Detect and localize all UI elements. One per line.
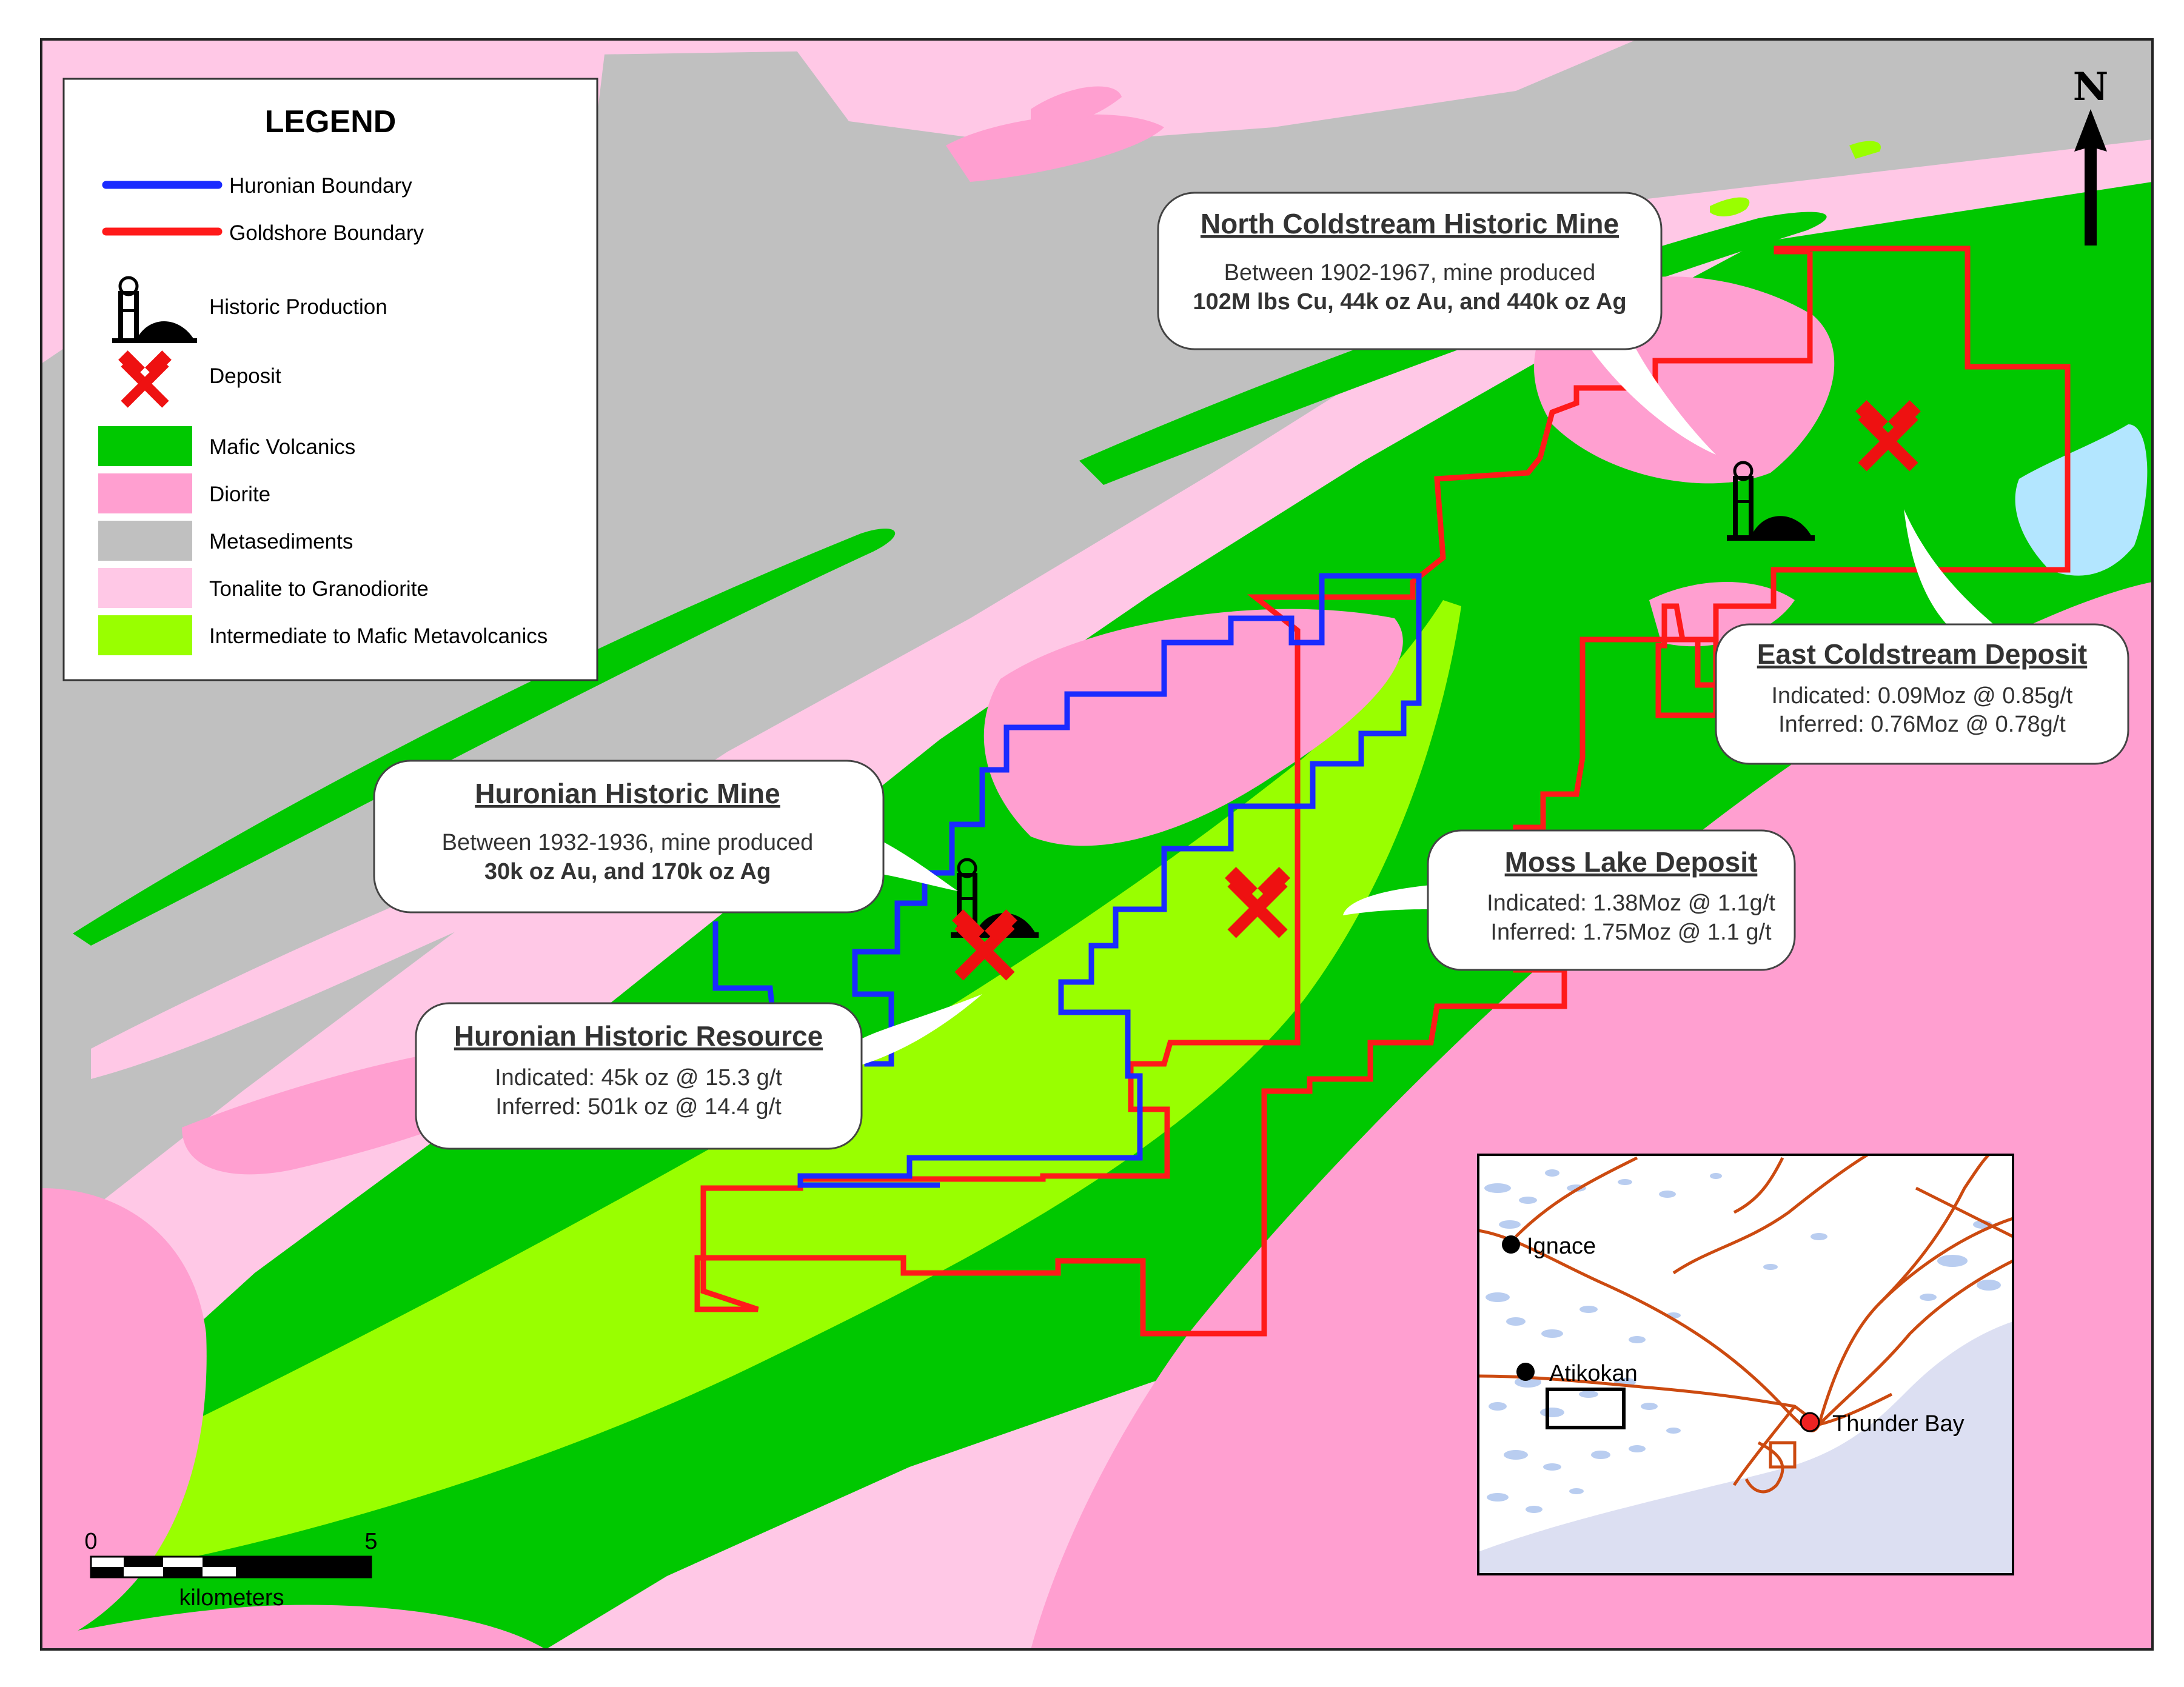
legend-item-intermediate: Intermediate to Mafic Metavolcanics [98,615,548,655]
callout-line2-huronian-resource: Inferred: 501k oz @ 14.4 g/t [495,1094,782,1120]
legend-label-diorite: Diorite [209,483,270,506]
legend-item-tonalite: Tonalite to Granodiorite [98,568,429,608]
callout-line2-east-coldstream: Inferred: 0.76Moz @ 0.78g/t [1778,712,2066,737]
callout-north-coldstream: North Coldstream Historic Mine Between 1… [1157,192,1716,455]
water-body [2015,424,2148,576]
legend-label-mafic-volcanics: Mafic Volcanics [209,435,355,459]
scale-label-max: 5 [364,1529,377,1554]
intermediate-lobe-3 [1849,141,1881,159]
callout-east-coldstream: East Coldstream Deposit Indicated: 0.09M… [1715,509,2129,765]
crossed-hammers-icon [952,909,1017,981]
scale-label-min: 0 [84,1529,97,1554]
town-label-atikokan: Atikokan [1549,1361,1638,1386]
callout-title-east-coldstream: East Coldstream Deposit [1757,638,2087,670]
north-arrow: N [2073,64,2109,246]
legend-item-metasediments: Metasediments [98,521,353,561]
scale-bar: 0 5 kilometers [84,1529,377,1611]
legend-title: LEGEND [265,104,397,139]
callout-line1-moss-lake: Indicated: 1.38Moz @ 1.1g/t [1487,890,1775,916]
callout-title-huronian-resource: Huronian Historic Resource [454,1020,823,1052]
huronian-boundary [712,573,1422,1188]
lake-superior [1478,1321,2013,1574]
town-label-thunder-bay: Thunder Bay [1832,1411,1965,1437]
headframe-icon [112,276,197,343]
map-frame [40,38,2154,1651]
diorite-south-west [41,1188,207,1649]
inset-town-ignace: Ignace [1502,1234,1596,1259]
callout-line2-moss-lake: Inferred: 1.75Moz @ 1.1 g/t [1490,920,1772,945]
north-letter: N [2073,64,2109,110]
callout-line2-huronian-mine: 30k oz Au, and 170k oz Ag [484,859,771,884]
crossed-hammers-icon [1855,400,1921,472]
callout-line1-huronian-mine: Between 1932-1936, mine produced [442,830,814,855]
callout-moss-lake: Moss Lake Deposit Indicated: 1.38Moz @ 1… [1343,829,1796,971]
diorite-bottom-left [41,1605,546,1649]
scale-unit: kilometers [179,1585,284,1611]
town-label-ignace: Ignace [1527,1234,1596,1259]
crossed-hammers-icon [118,350,172,408]
legend-label-deposit: Deposit [209,364,281,388]
inset-town-atikokan: Atikokan [1516,1361,1638,1386]
callout-title-moss-lake: Moss Lake Deposit [1505,846,1758,878]
legend-item-diorite: Diorite [98,473,270,513]
callout-huronian-mine: Huronian Historic Mine Between 1932-1936… [373,760,958,914]
callout-line1-east-coldstream: Indicated: 0.09Moz @ 0.85g/t [1772,683,2073,709]
diorite-patch-n [1031,86,1122,126]
north-arrow-icon [2074,109,2107,246]
legend-panel: LEGEND Huronian Boundary Goldshore Bound… [62,78,598,681]
legend-label-intermediate: Intermediate to Mafic Metavolcanics [209,624,548,648]
legend-label-tonalite: Tonalite to Granodiorite [209,577,429,601]
callout-line1-huronian-resource: Indicated: 45k oz @ 15.3 g/t [495,1065,782,1091]
legend-item-historic-production: Historic Production [112,276,387,343]
legend-label-huronian-boundary: Huronian Boundary [229,174,412,198]
inset-town-thunder-bay: Thunder Bay [1800,1411,1965,1437]
legend-item-deposit: Deposit [118,350,281,408]
legend-label-goldshore-boundary: Goldshore Boundary [229,221,424,245]
goldshore-boundary [694,246,2071,1337]
mafic-sliver-2 [73,528,896,946]
callout-title-huronian-mine: Huronian Historic Mine [475,778,780,809]
callout-title-north-coldstream: North Coldstream Historic Mine [1201,208,1619,239]
callout-line1-north-coldstream: Between 1902-1967, mine produced [1224,260,1596,286]
legend-item-goldshore-boundary: Goldshore Boundary [102,221,424,245]
intermediate-lobe [764,1043,1128,1267]
inset-map: Ignace Atikokan Thunder Bay [1477,1153,2014,1575]
legend-item-huronian-boundary: Huronian Boundary [102,174,412,198]
callout-line2-north-coldstream: 102M lbs Cu, 44k oz Au, and 440k oz Ag [1193,289,1626,315]
legend-label-historic-production: Historic Production [209,295,387,319]
crossed-hammers-icon [1225,867,1290,938]
diorite-patch-nw [946,114,1164,182]
headframe-icon [1727,461,1815,541]
legend-item-mafic-volcanics: Mafic Volcanics [98,426,355,466]
project-area-box [1546,1388,1626,1429]
legend-label-metasediments: Metasediments [209,530,353,553]
intermediate-metavolcanics-zone [85,600,1461,1576]
tonalite-patch-top2 [788,39,1637,145]
callout-huronian-resource: Huronian Historic Resource Indicated: 45… [415,994,982,1150]
intermediate-lobe-2 [1710,197,1750,216]
